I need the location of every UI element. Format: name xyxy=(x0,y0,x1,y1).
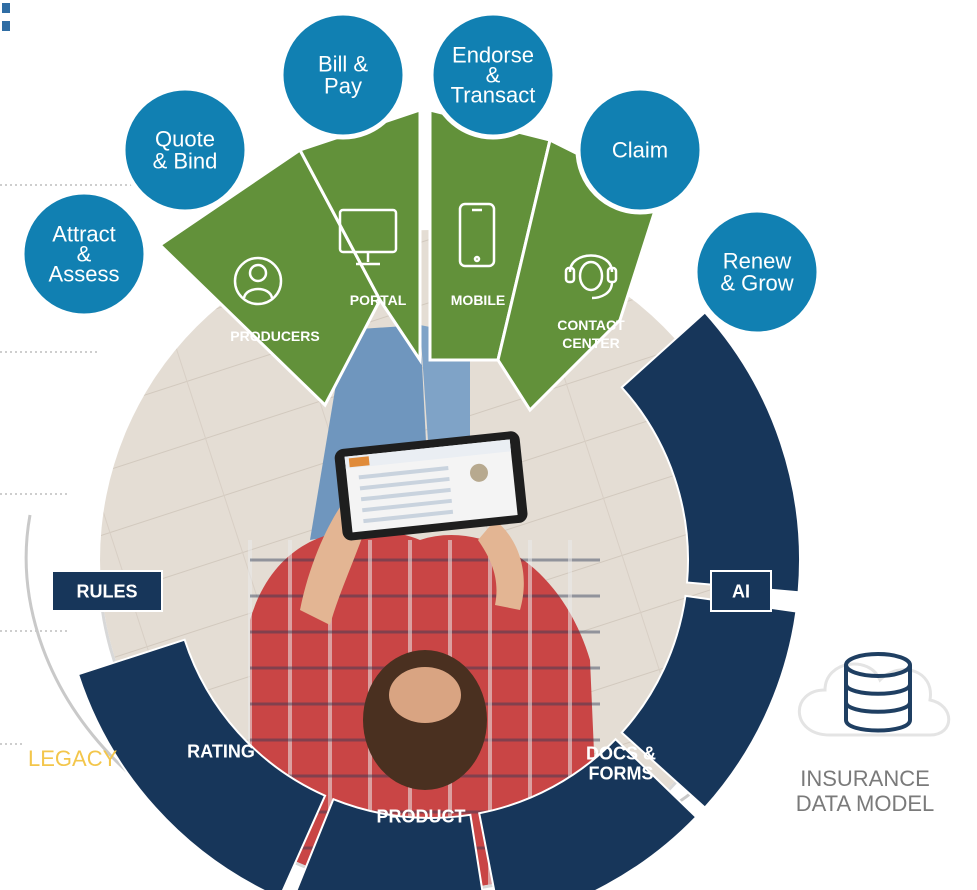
stage-label-endorse-line: Endorse xyxy=(452,43,534,68)
stage-circle-bill xyxy=(278,10,408,140)
caption-line-2: DATA MODEL xyxy=(795,791,935,816)
database-stack xyxy=(844,652,912,733)
core-segment-docs xyxy=(295,797,484,890)
channel-label-mobile: MOBILE xyxy=(451,292,505,308)
monitor-icon xyxy=(338,208,398,266)
smartphone-icon xyxy=(458,202,496,268)
channel-label-producers-line: PRODUCERS xyxy=(230,328,319,344)
head xyxy=(389,667,461,723)
person-icon xyxy=(233,256,283,306)
stage-label-attract-line: Attract xyxy=(52,222,116,247)
stage-circle-endorse xyxy=(428,10,558,140)
channel-label-contact-line: CENTER xyxy=(562,335,620,351)
stage-label-bill: Bill &Pay xyxy=(318,52,368,99)
stage-label-bill-line: Pay xyxy=(324,74,362,99)
stage-label-quote-line: & Bind xyxy=(153,149,218,174)
core-segment-rating xyxy=(620,594,798,809)
stage-label-renew-line: & Grow xyxy=(720,271,793,296)
core-label-rules: RULES xyxy=(76,581,137,601)
cloud-outline xyxy=(797,662,951,737)
core-segment-rules xyxy=(620,311,801,594)
stage-label-attract-line: Assess xyxy=(49,262,120,287)
stage-label-quote: Quote& Bind xyxy=(153,127,218,174)
stage-label-attract-line: & xyxy=(77,242,92,267)
tablet xyxy=(334,431,528,541)
stage-label-bill-line: Bill & xyxy=(318,52,368,77)
stage-label-endorse: Endorse&Transact xyxy=(451,43,536,108)
stage-label-renew: Renew& Grow xyxy=(720,249,793,296)
caption-line-1: INSURANCE xyxy=(800,766,930,791)
core-label-docs-line: DOCS & xyxy=(586,743,656,763)
channel-label-contact-line: CONTACT xyxy=(557,317,625,333)
core-label-product-line: PRODUCT xyxy=(377,806,466,826)
stage-label-quote-line: Quote xyxy=(155,127,215,152)
stage-label-claim-line: Claim xyxy=(612,138,668,163)
core-label-ai-line: AI xyxy=(732,581,750,601)
core-label-product: PRODUCT xyxy=(377,806,466,826)
core-segment-ai xyxy=(76,638,327,890)
core-segment-product xyxy=(478,737,698,890)
stage-label-renew-line: Renew xyxy=(723,249,792,274)
stage-circle-claim xyxy=(575,85,705,215)
legacy-label: LEGACY xyxy=(28,746,118,771)
channel-label-portal: PORTAL xyxy=(350,292,407,308)
stage-label-claim: Claim xyxy=(612,138,668,163)
core-label-box-rules xyxy=(51,570,163,612)
stage-circle-renew xyxy=(692,207,822,337)
channel-label-producers: PRODUCERS xyxy=(230,328,319,344)
channel-label-portal-line: PORTAL xyxy=(350,292,407,308)
core-label-docs-line: FORMS xyxy=(589,763,654,783)
core-label-rating-line: RATING xyxy=(187,741,255,761)
database-cloud-icon xyxy=(797,652,951,737)
stage-label-attract: Attract&Assess xyxy=(49,222,120,287)
channel-label-contact: CONTACT CENTER xyxy=(557,317,625,351)
top-corner-mark xyxy=(2,0,24,31)
core-label-ai: AI xyxy=(732,581,750,601)
stage-label-endorse-line: & xyxy=(486,63,501,88)
core-label-rating: RATING xyxy=(187,741,255,761)
channel-label-mobile-line: MOBILE xyxy=(451,292,505,308)
insurance-data-model-caption: INSURANCE DATA MODEL xyxy=(770,766,960,816)
stage-label-endorse-line: Transact xyxy=(451,83,536,108)
core-label-rules-line: RULES xyxy=(76,581,137,601)
headset-icon xyxy=(564,254,618,300)
right-arm xyxy=(478,520,524,610)
stage-circle-quote xyxy=(120,85,250,215)
core-label-docs: DOCS &FORMS xyxy=(586,743,656,783)
core-label-box-ai xyxy=(710,570,772,612)
stage-circle-attract xyxy=(19,189,149,319)
